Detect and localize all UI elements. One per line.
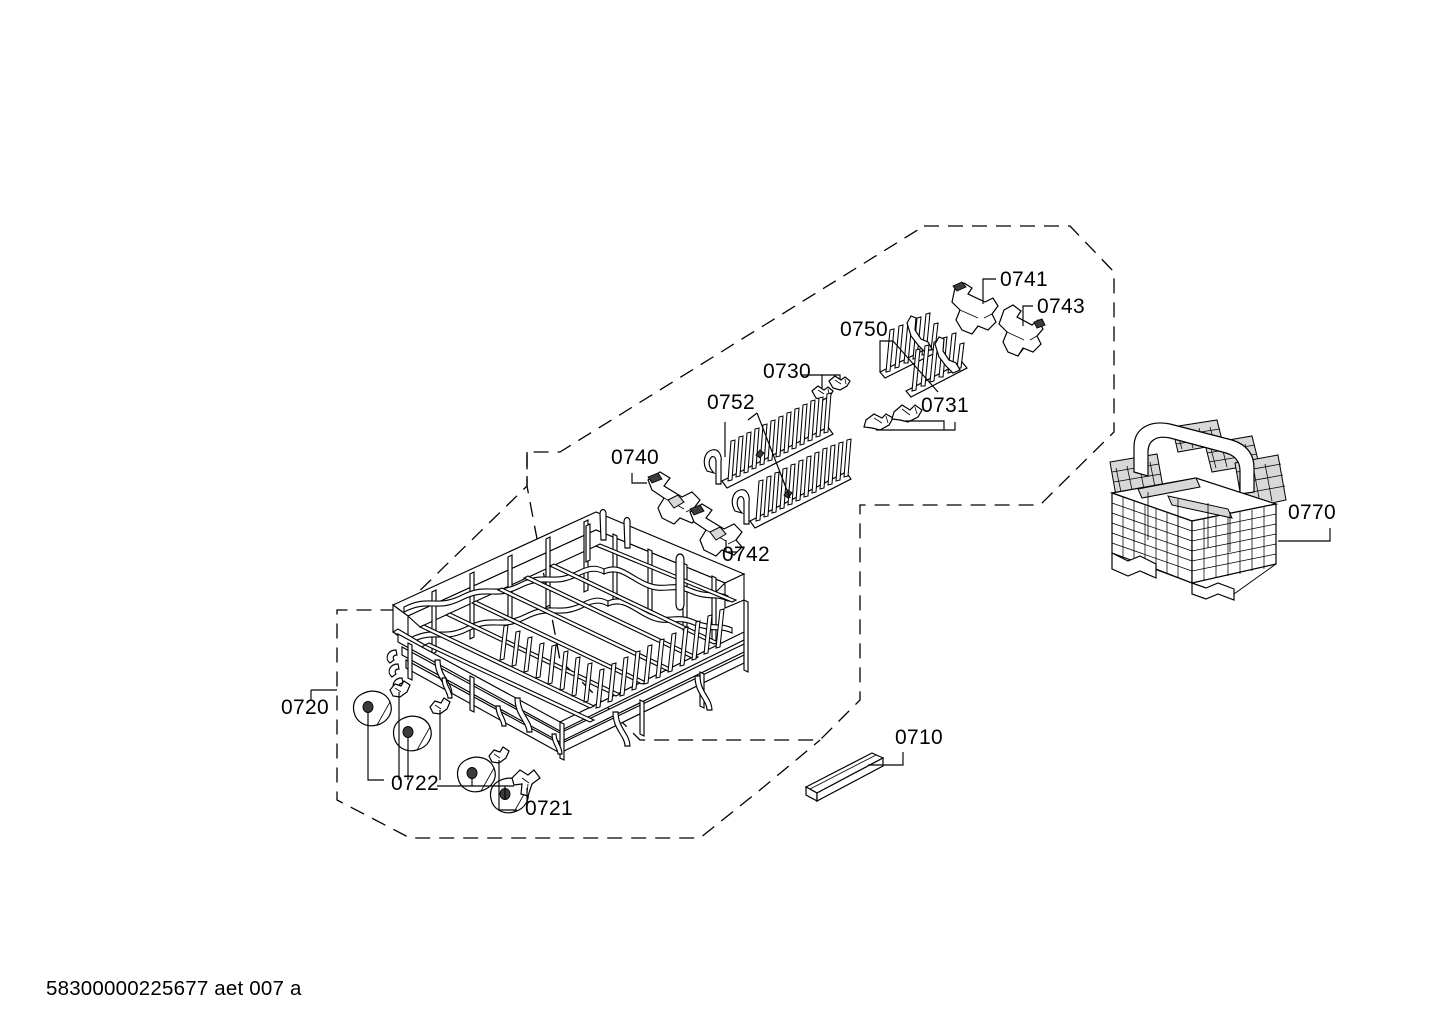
part-0743-bracket <box>998 304 1046 357</box>
leader-0731 <box>876 420 956 431</box>
part-0721-clip-b <box>429 697 451 715</box>
part-0721-clip-c <box>488 746 510 764</box>
label-0710: 0710 <box>895 726 943 749</box>
tine-set-0752a <box>727 392 832 482</box>
label-0752: 0752 <box>707 391 755 414</box>
label-0750: 0750 <box>840 318 888 341</box>
basket-dividers <box>1137 477 1233 552</box>
leader-0742 <box>725 540 737 553</box>
leader-0710 <box>868 752 904 766</box>
boundary-lower-basket-zone <box>336 452 821 839</box>
basket-mesh-left <box>1111 497 1193 577</box>
part-0741-bracket <box>951 281 999 335</box>
leader-0722 <box>367 692 514 799</box>
part-0731-clip-a <box>863 413 894 431</box>
part-0770-cutlery-basket <box>1109 419 1287 601</box>
part-0722-roller-c <box>456 756 496 793</box>
part-0742-hinge-bracket <box>689 503 743 557</box>
part-0731-clip-b <box>891 404 923 423</box>
part-number-labels: 0741 0743 0750 0730 0752 0731 0740 0742 … <box>281 268 1336 820</box>
basket-rear-posts <box>585 508 685 611</box>
part-0722-roller-d <box>489 777 529 814</box>
leader-0770 <box>1278 528 1331 542</box>
leader-0730 <box>801 374 841 388</box>
part-0722-roller-b <box>392 715 432 752</box>
part-0722-roller-a <box>352 690 392 727</box>
label-0743: 0743 <box>1037 295 1085 318</box>
drawing-footer-code: 58300000225677 aet 007 a <box>46 977 302 1000</box>
label-0730: 0730 <box>763 360 811 383</box>
part-0721-clip-a <box>389 680 411 698</box>
label-0740: 0740 <box>611 446 659 469</box>
leader-0750 <box>879 340 939 393</box>
leader-0741 <box>982 278 996 304</box>
label-0720: 0720 <box>281 696 329 719</box>
basket-body <box>1109 477 1279 601</box>
part-0752-tine-comb-a <box>703 392 834 489</box>
part-0730-clip-b <box>828 375 851 391</box>
basket-inner-tines-row2 <box>499 624 545 679</box>
label-0741: 0741 <box>1000 268 1048 291</box>
label-0742: 0742 <box>722 543 770 566</box>
label-0731: 0731 <box>921 394 969 417</box>
leader-0740 <box>631 473 647 484</box>
leader-0720 <box>310 689 337 700</box>
tine-set-0752b <box>755 438 852 522</box>
basket-inner-tines <box>547 608 725 709</box>
leader-0743 <box>1022 305 1033 326</box>
label-0721: 0721 <box>525 797 573 820</box>
leader-0721 <box>498 760 528 811</box>
part-0710-trim-strip <box>804 752 885 803</box>
part-0750-tine-comb-a <box>879 312 939 379</box>
label-0722: 0722 <box>391 772 439 795</box>
label-0770: 0770 <box>1288 501 1336 524</box>
basket-front-clips <box>441 677 563 755</box>
basket-mesh-right <box>1191 507 1277 581</box>
part-0720-lower-basket <box>386 508 749 761</box>
tine-set-0750a <box>885 312 939 373</box>
part-0750-tine-comb-b <box>905 332 968 398</box>
part-0752-tine-comb-b <box>731 438 852 529</box>
leader-0752 <box>724 412 791 499</box>
